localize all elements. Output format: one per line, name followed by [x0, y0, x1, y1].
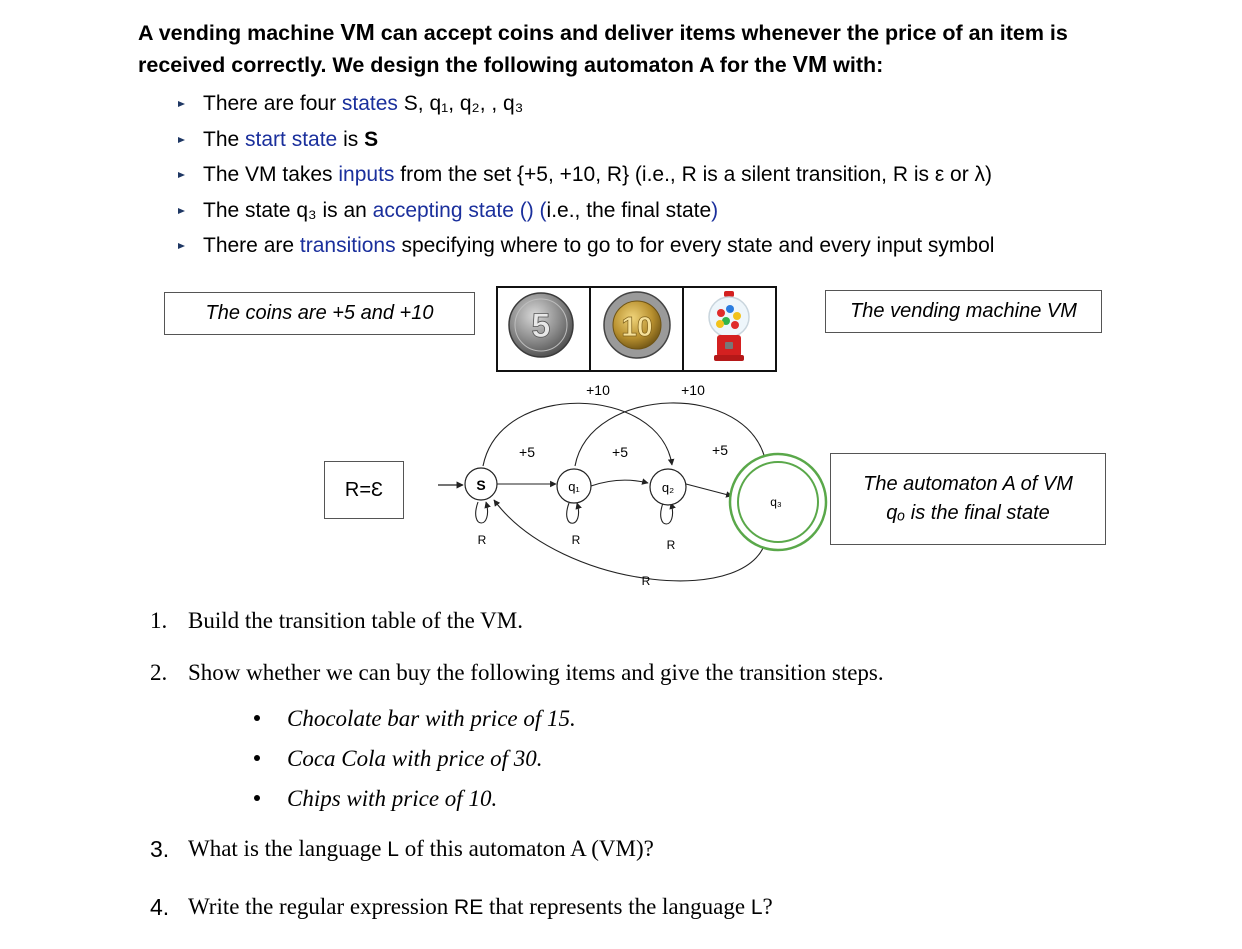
bullet-transitions: There are transitions specifying where t… — [178, 231, 994, 267]
automaton-caption-box: The automaton A of VM qₒ is the final st… — [830, 453, 1106, 545]
definition-list: There are four states S, q₁, q₂, , q₃ Th… — [178, 89, 994, 267]
arrow-bullet-icon — [178, 101, 185, 107]
label-q1-q3: +10 — [681, 382, 705, 398]
coin-10-icon: 10 — [602, 291, 671, 359]
coin-10-face: 10 — [621, 311, 652, 342]
bullet-dot-icon — [254, 715, 260, 721]
gumball-machine-image — [684, 288, 775, 370]
loop-q1-r — [566, 502, 582, 524]
question-1: 1.Build the transition table of the VM. — [150, 608, 523, 633]
intro-line-2: received correctly. We design the follow… — [138, 51, 884, 77]
state-q1-label: q₁ — [568, 479, 580, 494]
coin-image-strip: 5 10 — [496, 286, 777, 372]
arrow-bullet-icon — [178, 207, 185, 214]
bullet-inputs: The VM takes inputs from the set {+5, +1… — [178, 160, 994, 196]
arrow-bullet-icon — [178, 172, 185, 178]
loop-s-r — [475, 501, 491, 524]
label-s-q2: +10 — [586, 382, 610, 398]
question-3: 3.What is the language L of this automat… — [150, 836, 654, 862]
question-4: 4.Write the regular expression RE that r… — [150, 894, 773, 920]
coin-5-face: 5 — [531, 307, 550, 345]
item-list: Chocolate bar with price of 15. Coca Col… — [250, 703, 576, 823]
label-q1-q2: +5 — [612, 444, 628, 460]
arrow-bullet-icon — [178, 243, 185, 249]
intro-paragraph: A vending machine VM can accept coins an… — [138, 17, 1118, 81]
item-chocolate-bar: Chocolate bar with price of 15. — [250, 703, 576, 743]
vending-machine-caption-box: The vending machine VM — [825, 290, 1102, 333]
item-coca-cola: Coca Cola with price of 30. — [250, 743, 576, 783]
edge-q1-q2-plus5 — [590, 478, 649, 487]
state-q3-label: q₃ — [770, 495, 782, 509]
coin-5-icon: 5 — [507, 292, 574, 358]
coin-5-image: 5 — [498, 288, 591, 370]
edge-s-q2-plus10 — [482, 402, 675, 467]
edge-q3-s-r — [493, 499, 768, 582]
state-s — [464, 467, 498, 501]
label-q2-q3: +5 — [712, 442, 728, 458]
label-q3-s: R — [642, 574, 651, 588]
coins-caption-box: The coins are +5 and +10 — [164, 292, 475, 335]
label-s-q1: +5 — [519, 444, 535, 460]
bullet-dot-icon — [254, 795, 260, 801]
state-q2 — [649, 468, 687, 506]
label-loop-q2: R — [667, 538, 676, 552]
bullet-accepting-state: The state q₃ is an accepting state () (i… — [178, 196, 994, 232]
state-s-label: S — [476, 477, 485, 493]
intro-line-1: A vending machine VM can accept coins an… — [138, 19, 1068, 45]
label-loop-q1: R — [572, 533, 581, 547]
bullet-states: There are four states S, q₁, q₂, , q₃ — [178, 89, 994, 125]
gumball-machine-icon — [707, 291, 750, 361]
state-q2-label: q₂ — [662, 480, 674, 495]
state-q1 — [556, 468, 592, 504]
loop-q2-r — [660, 502, 676, 525]
edge-q1-q3-plus10 — [574, 402, 769, 467]
item-chips: Chips with price of 10. — [250, 783, 576, 823]
r-definition-box: R=Ɛ — [324, 461, 404, 519]
arrow-bullet-icon — [178, 136, 185, 143]
state-q3 — [737, 461, 819, 543]
coin-10-image: 10 — [591, 288, 684, 370]
label-loop-s: R — [478, 533, 487, 547]
edge-q2-q3-plus5 — [685, 483, 733, 498]
bullet-start-state: The start state is S — [178, 125, 994, 161]
bullet-dot-icon — [254, 755, 260, 761]
question-2: 2.Show whether we can buy the following … — [150, 660, 884, 685]
